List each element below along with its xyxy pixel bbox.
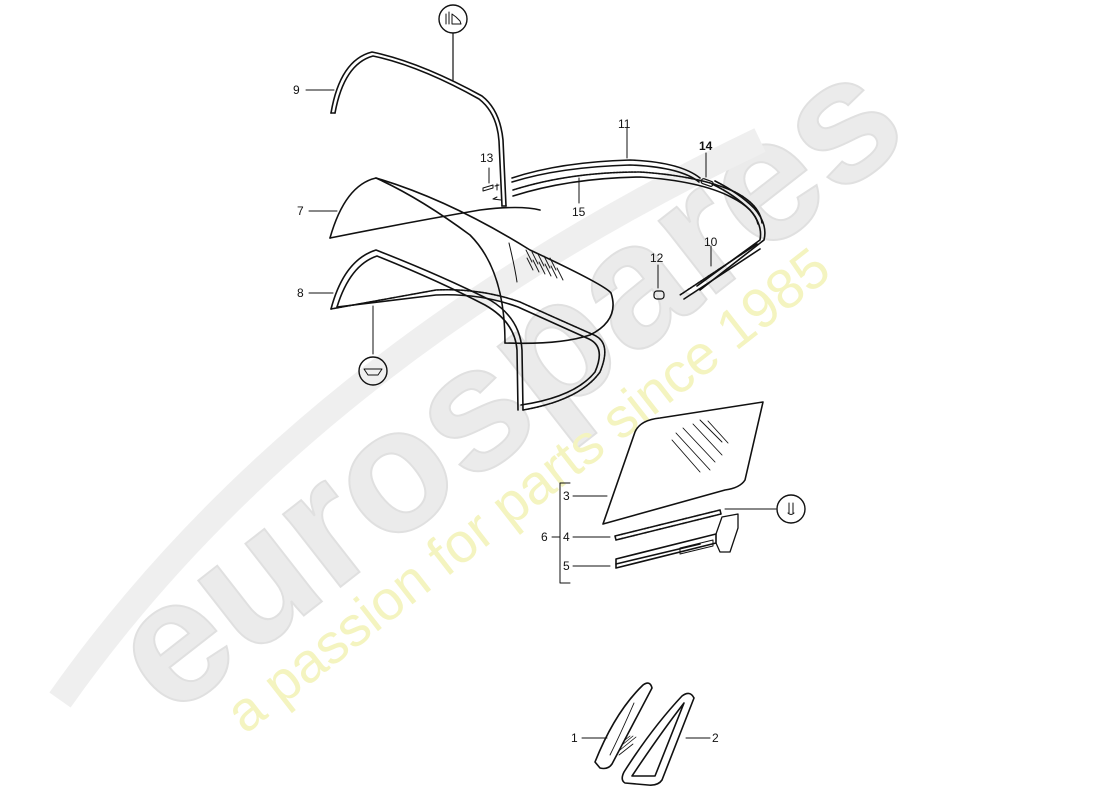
- seal-section-symbol: [358, 356, 388, 386]
- fastener-symbol: [776, 494, 806, 524]
- callout-7[interactable]: 7: [297, 204, 304, 218]
- callout-5[interactable]: 5: [563, 559, 570, 573]
- callout-1[interactable]: 1: [571, 731, 578, 745]
- callout-4[interactable]: 4: [563, 530, 570, 544]
- callout-6[interactable]: 6: [541, 530, 548, 544]
- callout-11[interactable]: 11: [618, 117, 631, 131]
- part-3-door-glass: [602, 401, 764, 525]
- part-7-rear-window: [329, 177, 614, 345]
- callout-15[interactable]: 15: [572, 205, 586, 219]
- part-2-vent-seal: [621, 692, 695, 786]
- callout-12[interactable]: 12: [650, 251, 664, 265]
- part-1-vent-glass: [594, 682, 653, 770]
- callout-3[interactable]: 3: [563, 489, 570, 503]
- callout-10[interactable]: 10: [704, 235, 718, 249]
- callout-8[interactable]: 8: [297, 286, 304, 300]
- callout-2[interactable]: 2: [712, 731, 719, 745]
- callout-14[interactable]: 14: [699, 139, 713, 153]
- part-8-window-seal: [330, 249, 606, 411]
- callout-13[interactable]: 13: [480, 151, 494, 165]
- part-9-frame-seal: [330, 51, 507, 207]
- seal-profile-symbol: [438, 4, 468, 34]
- callout-9[interactable]: 9: [293, 83, 300, 97]
